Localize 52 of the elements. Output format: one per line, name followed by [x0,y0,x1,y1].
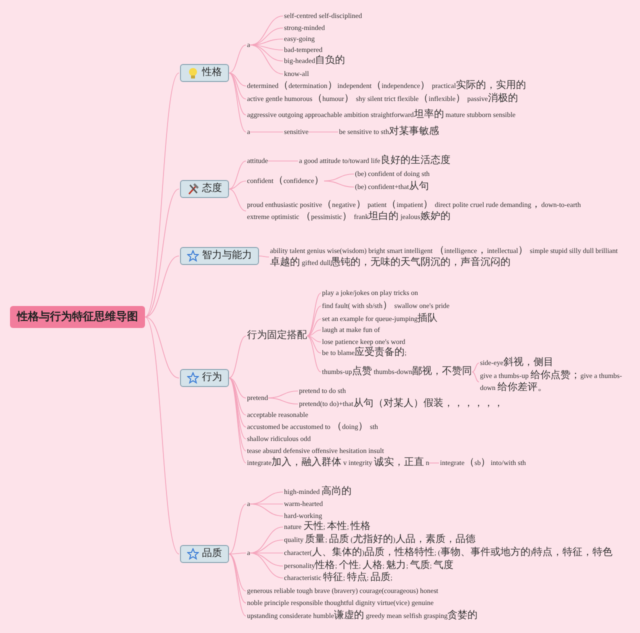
connector-line [144,72,180,318]
connector-line [324,180,354,188]
topic-box [180,180,229,198]
connector-line [472,372,480,382]
connector-line [228,378,246,416]
connector-line [144,256,180,318]
topic-label: 态度 [202,183,222,195]
connector-line [250,552,284,566]
topic-label: 行为 [202,372,222,384]
connector-line [228,336,246,378]
connector-line [306,306,322,336]
connector-line [228,554,246,604]
connector-line [306,336,322,354]
connector-line [144,188,180,318]
connector-line [228,554,246,592]
connector-line [144,316,180,378]
topic-box [180,64,229,82]
connector-line [250,552,284,578]
connector-line [228,72,246,116]
connector-line [250,504,284,516]
connector-line [268,398,298,404]
connector-line [306,336,322,342]
connector-line [472,362,480,372]
connector-line [144,316,180,554]
connector-line [228,180,246,190]
connector-line [228,72,246,100]
connector-line [228,378,246,398]
central-topic: 性格与行为特征思维导图 [10,306,145,328]
connector-line [228,554,246,616]
connector-line [228,504,246,554]
connector-line [268,160,298,162]
connector-line [306,330,322,336]
connector-line [228,72,246,132]
topic-label: 性格 [202,67,222,79]
connector-line [228,160,246,190]
branch-text: 行为固定搭配 [247,330,307,342]
topic-box [180,247,259,265]
connector-line [306,318,322,336]
topic-label: 品质 [202,548,222,560]
topic-box [180,369,229,387]
connector-line [306,292,322,336]
connector-line [228,188,246,212]
connector-line [306,336,322,372]
connector-line [258,256,270,258]
connector-line [228,44,246,74]
topic-label: 智力与能力 [202,250,252,262]
topic-box [180,545,229,563]
connector-line [250,44,284,50]
connector-line [228,72,246,86]
connector-line [250,44,284,74]
connector-line [228,552,246,554]
connector-line [428,462,440,464]
